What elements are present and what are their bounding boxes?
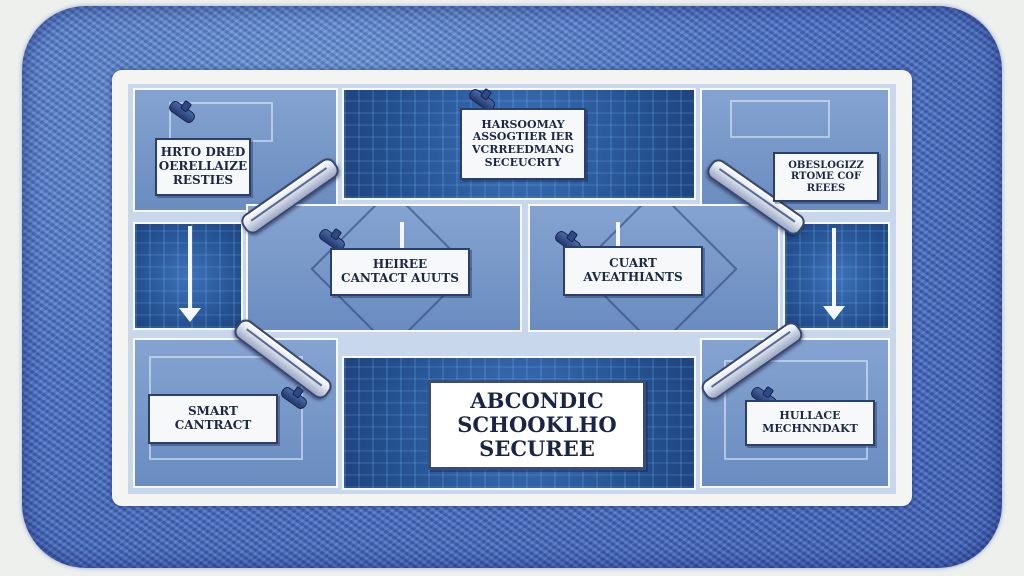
label-line: SMART	[188, 404, 238, 419]
label-line: OBESLOGIZZ	[788, 159, 864, 171]
label-line: HEIREE	[372, 257, 428, 272]
down-arrow-right	[823, 228, 845, 320]
label-bottom-right: HULLACE MECHNNDAKT	[745, 400, 875, 446]
label-line: HARSOOMAY	[481, 117, 565, 131]
label-line: AVEATHIANTS	[583, 270, 683, 284]
label-line: ASSOGTIER IER	[472, 130, 574, 144]
label-line: REEES	[806, 182, 846, 194]
label-top-right: OBESLOGIZZ RTOME COF REEES	[773, 152, 879, 202]
center-line: SECUREE	[479, 436, 595, 462]
label-line: CANTACT AUUTS	[341, 271, 459, 285]
label-mid-right: CUART AVEATHIANTS	[563, 246, 703, 296]
label-line: HRTO DRED	[160, 145, 246, 160]
down-arrow-left	[179, 226, 201, 322]
label-line: RESTIES	[172, 172, 234, 187]
label-bottom-left: SMART CANTRACT	[148, 394, 278, 444]
label-line: CANTRACT	[174, 418, 252, 432]
label-line: RTOME COF	[790, 171, 862, 183]
central-title-box: ABCONDIC SCHOOKLHO SECUREE	[428, 380, 646, 470]
label-line: HULLACE	[779, 409, 841, 423]
label-mid-left: HEIREE CANTACT AUUTS	[330, 248, 470, 296]
label-line: SECEUCRTY	[484, 155, 562, 169]
label-line: OERELLAIZE	[158, 159, 248, 174]
label-line: CUART	[609, 256, 657, 271]
label-line: VCRREEDMANG	[471, 143, 575, 156]
center-line: SCHOOKLHO	[457, 411, 617, 437]
label-line: MECHNNDAKT	[762, 422, 858, 435]
center-line: ABCONDIC	[470, 387, 604, 413]
label-top-center: HARSOOMAY ASSOGTIER IER VCRREEDMANG SECE…	[460, 108, 586, 180]
label-top-left: HRTO DRED OERELLAIZE RESTIES	[155, 138, 251, 196]
